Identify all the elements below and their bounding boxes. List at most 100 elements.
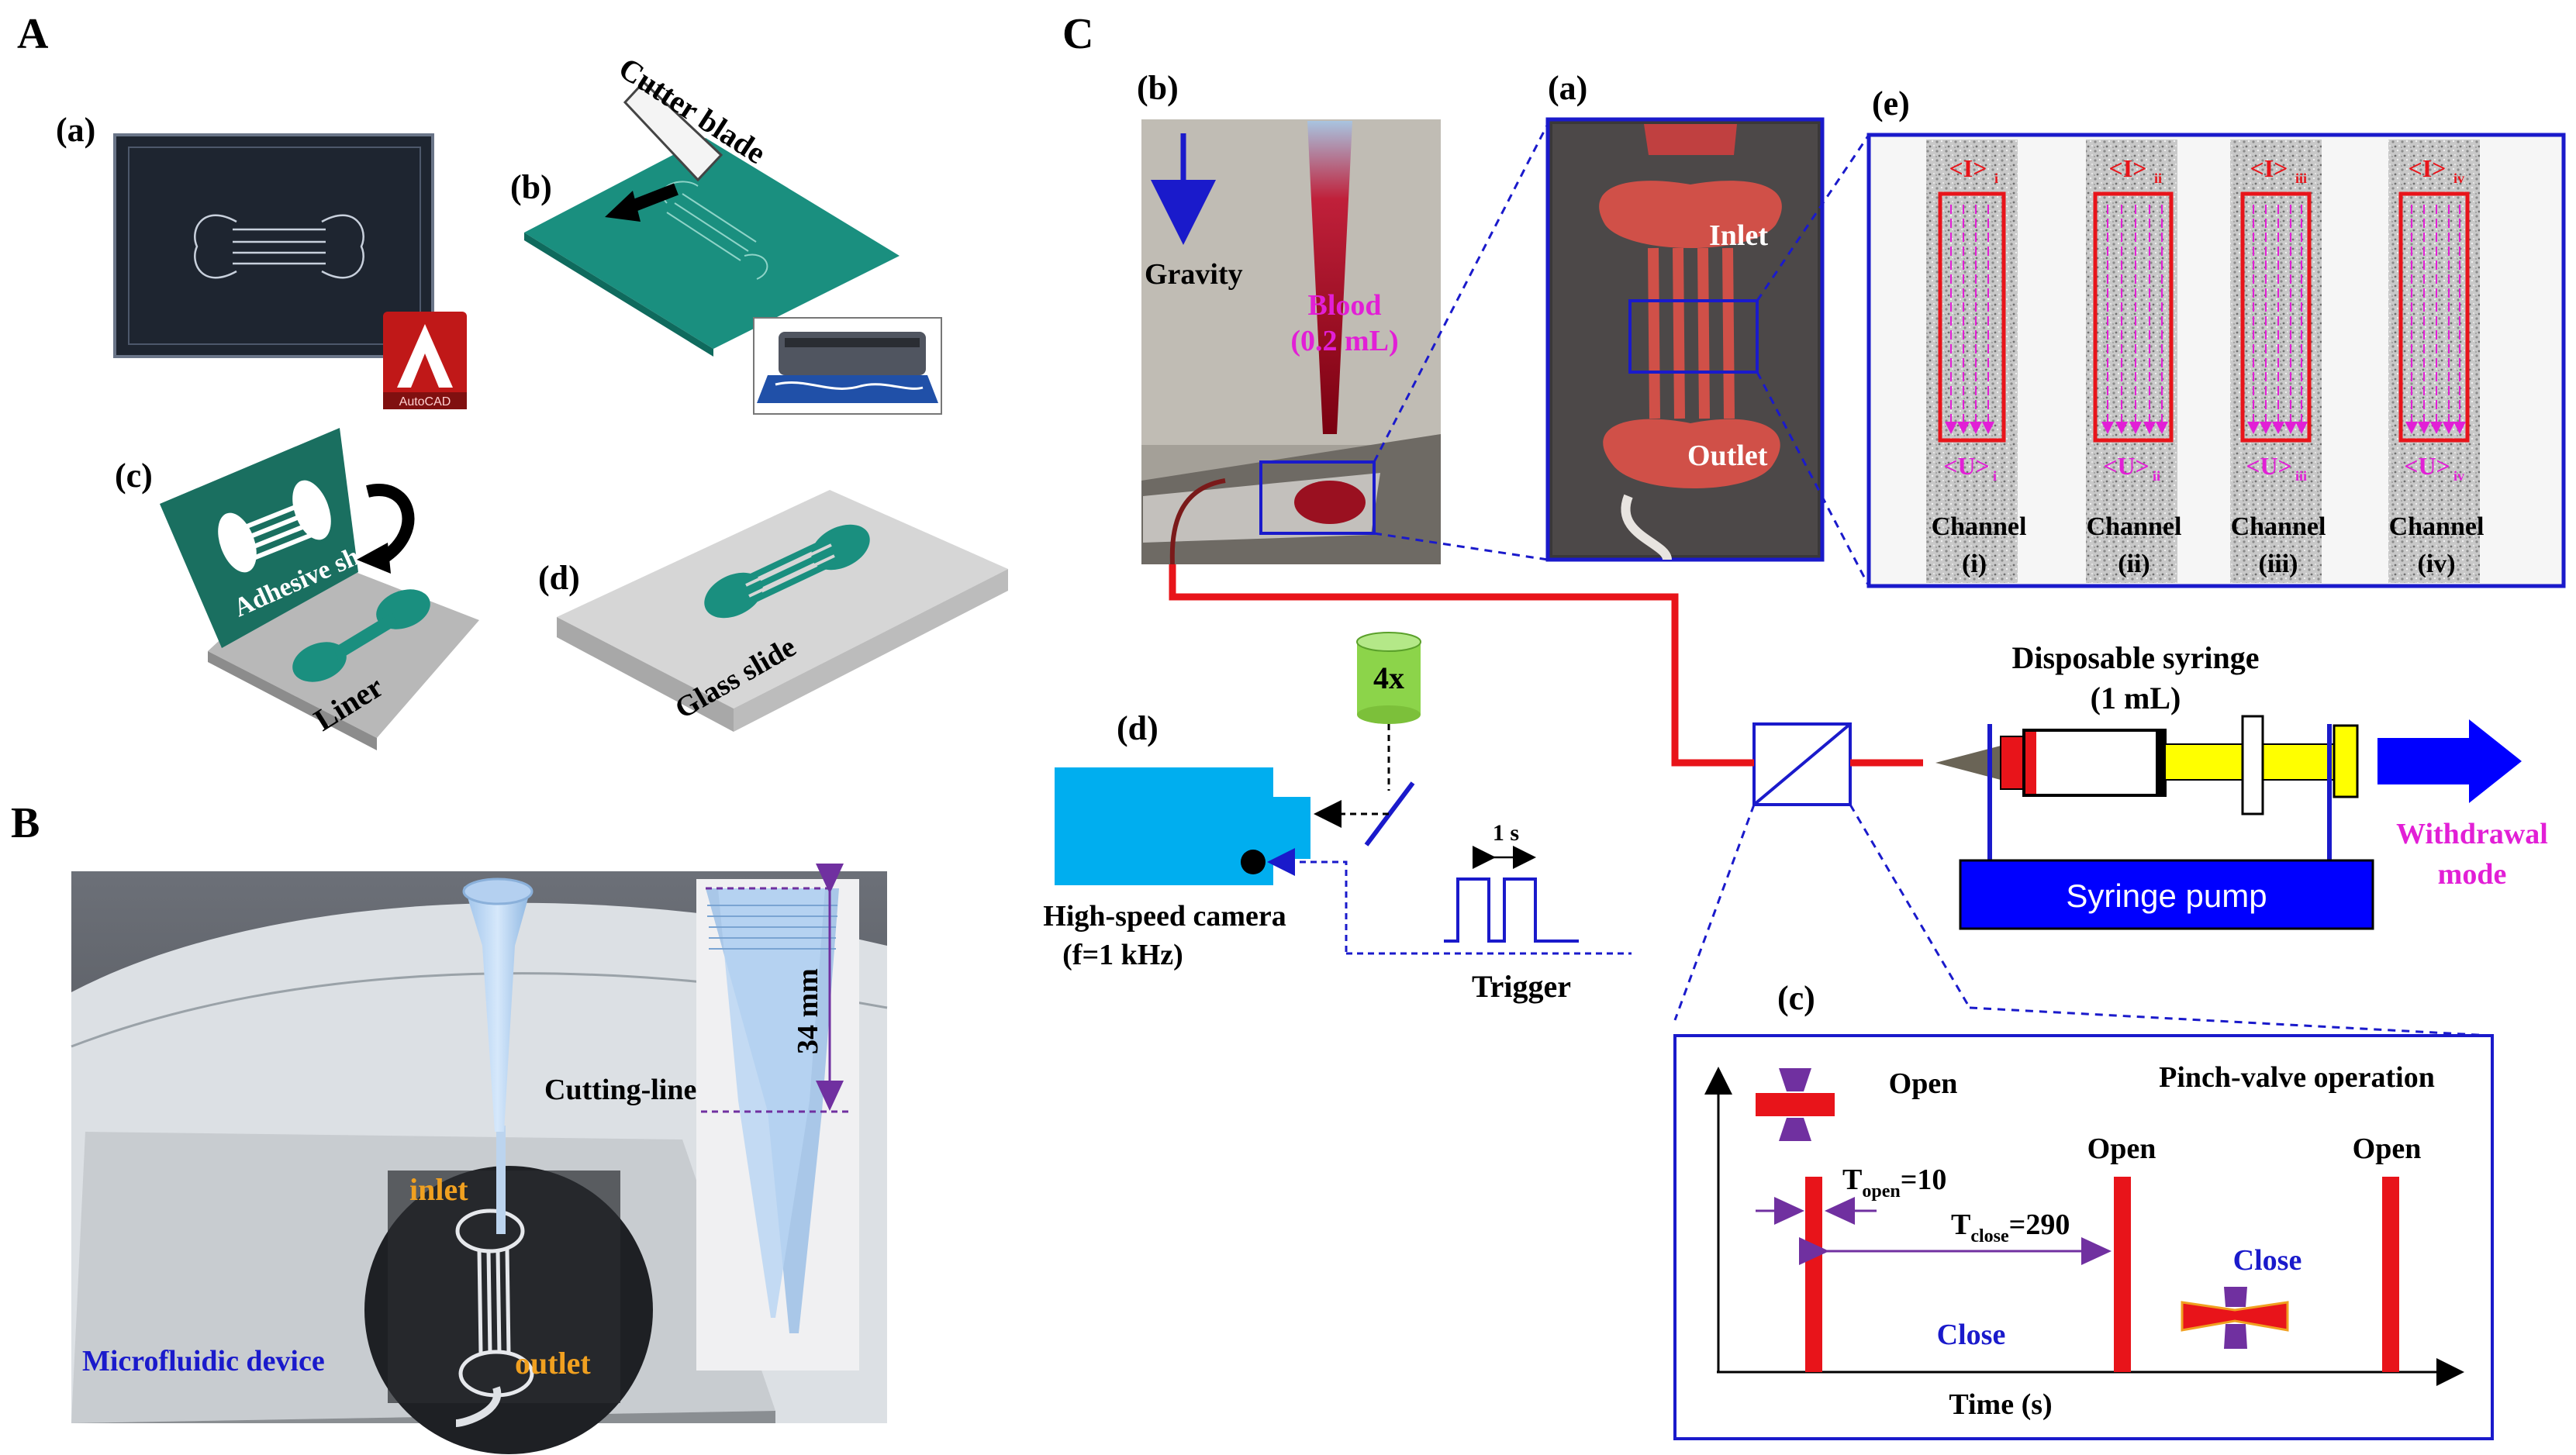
cad-drawing (113, 133, 434, 358)
bonded-channel (704, 524, 870, 619)
open-label-1: Open (1889, 1067, 1958, 1100)
close-label-1: Close (2233, 1244, 2302, 1277)
channel-iv-bottom-label: <U> (2404, 452, 2450, 480)
panel-a-c-label: (c) (115, 457, 153, 495)
channel-i: <I> i <U> i Channel (i) (1926, 140, 2026, 583)
device-channels (455, 1208, 534, 1398)
channel-ii: <I> ii <U> ii Channel (ii) (2086, 140, 2181, 583)
channel-iii-roman: (iii) (2259, 550, 2298, 578)
blood-volume-label: (0.2 mL) (1290, 325, 1398, 357)
panel-a-a-label: (a) (56, 111, 95, 149)
panel-letter-c: C (1062, 10, 1093, 58)
chip-outlet-label: Outlet (1687, 440, 1768, 472)
panel-letter-a: A (17, 10, 49, 58)
channel-i-name: Channel (1932, 512, 2027, 541)
open-pulse-2 (2114, 1177, 2131, 1372)
glass-slide (557, 490, 1008, 709)
zoom-box-a (1628, 299, 1759, 374)
blood-label: Blood (1307, 289, 1381, 322)
chip-inlet-label: Inlet (1709, 219, 1768, 252)
close-label-2: Close (1937, 1319, 2006, 1351)
panel-c-c: (c) Pinch-valve operation Time (s) Open … (1673, 979, 2494, 1440)
cad-channel-outline (194, 214, 364, 279)
liner-channel-shape (292, 589, 430, 682)
channel-i-top-sub: i (1994, 171, 1998, 186)
panel-c-e: (e) <I> i <U> i Channel (i) <I> ii (1866, 84, 2566, 588)
cutting-line-label: Cutting-line (544, 1074, 696, 1106)
mirror (1364, 781, 1415, 846)
pulse-period-label: 1 s (1493, 820, 1519, 846)
autocad-label: AutoCAD (399, 395, 451, 409)
channel-i-bottom-label: <U> (1943, 452, 1990, 480)
panel-c-e-label: (e) (1872, 84, 1910, 122)
channel-iv-name: Channel (2389, 512, 2484, 541)
panel-c-b: (b) Gravity Blood (0.2 mL) (1137, 69, 1441, 565)
pinch-valve[interactable] (1752, 722, 1852, 806)
zoom-box-b (1259, 460, 1376, 535)
valve-timing-title: Pinch-valve operation (2159, 1061, 2435, 1094)
panel-c-d: (d) 4x High-speed camera (f=1 kHz) 1 s T… (1043, 632, 1632, 1004)
syringe-volume: (1 mL) (2091, 681, 2181, 715)
panel-a-d-label: (d) (538, 559, 580, 597)
cutter-plotter-icon (753, 317, 942, 415)
cutter-blade (623, 80, 723, 182)
t-open-label: Topen=10 (1842, 1164, 1946, 1202)
camera-label: High-speed camera (1043, 900, 1286, 933)
channel-iv-top-label: <I> (2409, 154, 2447, 182)
panel-b-photo: 34 mm Cutting-line inlet outlet Microflu… (71, 864, 888, 1454)
adhesive-sheet-cutout (218, 480, 331, 573)
channel-ii-bottom-sub: ii (2153, 468, 2160, 484)
objective-label: 4x (1373, 660, 1404, 695)
withdrawal-arrow (2377, 719, 2522, 803)
open-label-2: Open (2087, 1133, 2156, 1165)
withdrawal-label: Withdrawal (2396, 818, 2548, 850)
panel-c-b-label: (b) (1137, 69, 1179, 107)
panel-a: (a) AutoCAD (b) Cutter blade (56, 50, 1008, 750)
channel-iii-name: Channel (2231, 512, 2326, 541)
camera-frequency-label: (f=1 kHz) (1062, 939, 1183, 971)
channel-iii-bottom-label: <U> (2246, 452, 2292, 480)
panel-a-b-label: (b) (510, 168, 552, 206)
channel-ii-top-label: <I> (2109, 154, 2147, 182)
channel-i-roman: (i) (1962, 550, 1987, 578)
panel-c-c-label: (c) (1777, 979, 1815, 1017)
mode-label: mode (2438, 858, 2507, 891)
panel-letter-b: B (11, 799, 40, 847)
syringe-assembly: Disposable syringe (1 mL) Syringe pump W… (1935, 640, 2548, 930)
channel-ii-name: Channel (2087, 512, 2182, 541)
channel-iv: <I> iv <U> iv Channel (iv) (2388, 140, 2484, 583)
syringe-title: Disposable syringe (2012, 640, 2260, 675)
channel-iii-bottom-sub: iii (2295, 468, 2307, 484)
inlet-label: inlet (409, 1172, 468, 1207)
channel-iii-top-label: <I> (2250, 154, 2288, 182)
close-valve-icon (2181, 1287, 2289, 1349)
open-valve-icon (1756, 1068, 1835, 1141)
outlet-label: outlet (515, 1346, 591, 1381)
trigger-label: Trigger (1472, 969, 1571, 1004)
channel-ii-bottom-label: <U> (2103, 452, 2150, 480)
channel-iii-top-sub: iii (2295, 171, 2307, 186)
syringe-barrel (2022, 729, 2167, 797)
t-close-label: Tclose=290 (1951, 1208, 2070, 1246)
panel-c-d-label: (d) (1117, 709, 1159, 747)
open-pulse-3 (2382, 1177, 2399, 1372)
syringe-pump[interactable] (1959, 859, 2374, 930)
channel-i-bottom-sub: i (1993, 468, 1997, 484)
pipette-tip (463, 883, 532, 1132)
channel-iv-top-sub: iv (2453, 171, 2464, 186)
channel-i-top-label: <I> (1949, 154, 1987, 182)
channel-ii-top-sub: ii (2154, 171, 2162, 186)
x-axis-label: Time (s) (1949, 1388, 2052, 1421)
panel-c-a: (a) Inlet Outlet (1545, 69, 1825, 562)
high-speed-camera-icon[interactable] (1055, 767, 1310, 885)
panel-c-a-label: (a) (1548, 69, 1587, 107)
device-label: Microfluidic device (82, 1345, 325, 1377)
peel-arrow (366, 484, 415, 564)
open-label-3: Open (2353, 1133, 2422, 1165)
open-pulse-1 (1805, 1177, 1822, 1372)
trigger-pulse (1444, 877, 1579, 943)
autocad-icon: AutoCAD (383, 312, 467, 409)
channel-iv-roman: (iv) (2417, 550, 2455, 578)
gravity-label: Gravity (1145, 258, 1243, 291)
channel-ii-roman: (ii) (2118, 550, 2150, 578)
